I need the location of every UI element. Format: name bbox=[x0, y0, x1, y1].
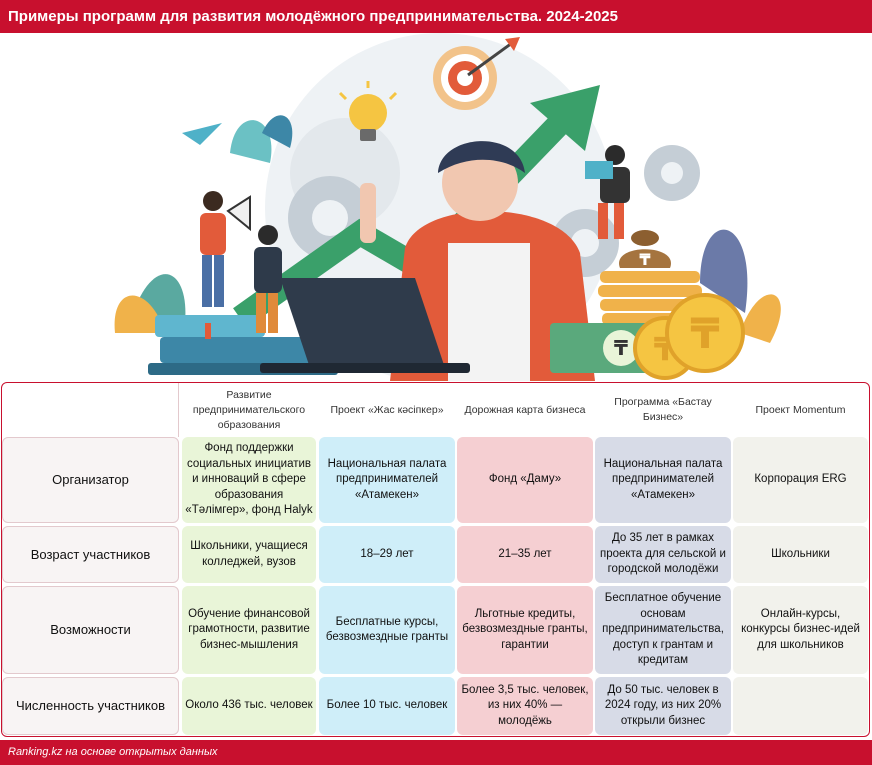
books-icon bbox=[148, 315, 338, 375]
row-label: Организатор bbox=[2, 437, 179, 523]
header-corner bbox=[2, 383, 179, 437]
table-cell: Школьники, учащиеся колледжей, вузов bbox=[182, 526, 316, 583]
row-label: Численность участников bbox=[2, 677, 179, 735]
table-cell: Более 10 тыс. человек bbox=[319, 677, 455, 735]
row-label: Возможности bbox=[2, 586, 179, 674]
row-label: Возраст участников bbox=[2, 526, 179, 583]
table-cell: Бесплатное обучение основам предпринимат… bbox=[595, 586, 731, 674]
table-cell: Национальная палата предпринимателей «Ат… bbox=[319, 437, 455, 523]
plant-right-icon bbox=[700, 229, 781, 343]
currency-symbol: ₸ bbox=[614, 336, 628, 360]
table-cell: До 50 тыс. человек в 2024 году, из них 2… bbox=[595, 677, 731, 735]
table-cell: Бесплатные курсы, безвозмездные гранты bbox=[319, 586, 455, 674]
paper-plane-icon bbox=[182, 123, 222, 145]
table-cell: Школьники bbox=[733, 526, 868, 583]
column-header: Программа «Бастау Бизнес» bbox=[614, 396, 712, 423]
table-cell: Фонд поддержки социальных инициатив и ин… bbox=[182, 437, 316, 523]
column-header: Дорожная карта бизнеса bbox=[464, 403, 586, 416]
page-title: Примеры программ для развития молодёжног… bbox=[0, 0, 872, 33]
table-cell: Онлайн-курсы, конкурсы бизнес-идей для ш… bbox=[733, 586, 868, 674]
plant-left-icon bbox=[114, 115, 293, 333]
currency-symbol: ₸ bbox=[639, 250, 650, 269]
table-cell: 18–29 лет bbox=[319, 526, 455, 583]
table-cell: До 35 лет в рамках проекта для сельской … bbox=[595, 526, 731, 583]
person-laptop-figure bbox=[585, 145, 630, 239]
programs-table: Развитие предпринимательского образовани… bbox=[1, 382, 870, 737]
source-footer: Ranking.kz на основе открытых данных bbox=[0, 740, 872, 765]
table-cell: Около 436 тыс. человек bbox=[182, 677, 316, 735]
table-cell bbox=[733, 677, 868, 735]
table-cell: Фонд «Даму» bbox=[457, 437, 593, 523]
column-header: Проект Momentum bbox=[755, 403, 846, 416]
coin-icon: ₸ ₸ bbox=[633, 293, 745, 380]
business-illustration: ₸ ₸ ₸ ₸ bbox=[0, 33, 872, 381]
table-cell: Более 3,5 тыс. человек, из них 40% — мол… bbox=[457, 677, 593, 735]
target-icon bbox=[433, 37, 520, 110]
table-cell: Корпорация ERG bbox=[733, 437, 868, 523]
column-header: Развитие предпринимательского образовани… bbox=[192, 388, 306, 431]
money-bag-icon: ₸ bbox=[619, 230, 671, 269]
banknote-icon: ₸ bbox=[550, 323, 660, 373]
table-cell: Национальная палата предпринимателей «Ат… bbox=[595, 437, 731, 523]
column-header: Проект «Жас кәсіпкер» bbox=[330, 403, 444, 416]
table-cell: Льготные кредиты, безвозмездные гранты, … bbox=[457, 586, 593, 674]
table-cell: Обучение финансовой грамотности, развити… bbox=[182, 586, 316, 674]
lightbulb-icon bbox=[338, 81, 398, 141]
woman-megaphone-figure bbox=[200, 191, 251, 307]
laptop-icon bbox=[260, 278, 470, 373]
main-person-figure bbox=[360, 141, 595, 381]
megaphone-icon bbox=[226, 195, 251, 232]
man-standing-figure bbox=[254, 225, 282, 333]
table-cell: 21–35 лет bbox=[457, 526, 593, 583]
currency-symbol: ₸ bbox=[690, 309, 719, 358]
